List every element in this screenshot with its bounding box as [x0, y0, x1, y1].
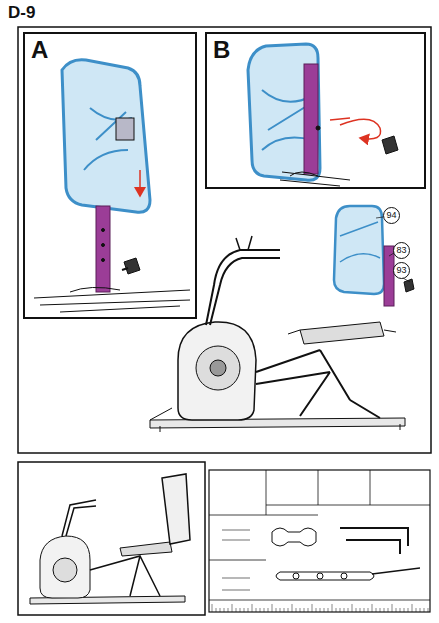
callout-text: 94: [386, 211, 396, 220]
panel-letter: B: [213, 36, 230, 64]
step-title: D-9: [8, 3, 35, 23]
callout-number: 94: [383, 207, 400, 224]
step-panel: A: [23, 32, 197, 319]
callout-text: 93: [396, 266, 406, 275]
callout-number: 93: [393, 262, 410, 279]
step-panel: B: [205, 32, 426, 189]
panel-letter: A: [31, 36, 48, 64]
callout-text: 83: [396, 246, 406, 255]
callout-number: 83: [393, 242, 410, 259]
